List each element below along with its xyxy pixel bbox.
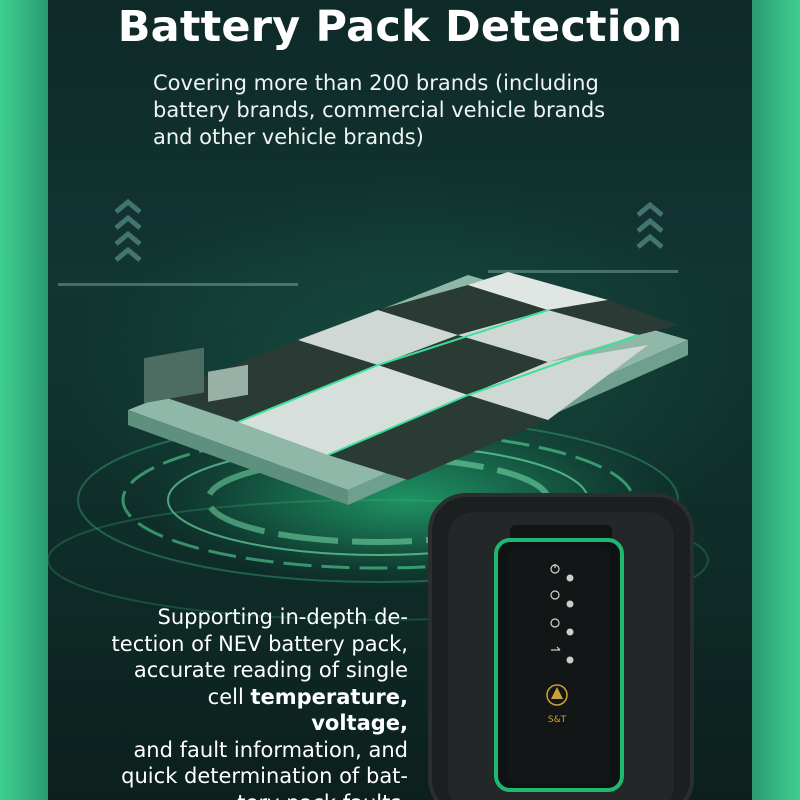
diagnostic-device: S&T: [428, 493, 694, 800]
binary-strip-decoration: [58, 270, 678, 286]
indicator-lights: [566, 574, 574, 664]
power-icon: [550, 564, 560, 574]
refresh-icon: [550, 618, 560, 628]
device-logo-text: S&T: [548, 715, 567, 725]
chevron-up-icon-right: [636, 201, 664, 249]
battery-pack-illustration: [128, 272, 688, 505]
page-title: Battery Pack Detection: [117, 2, 683, 52]
description-bold: temperature, voltage,: [250, 684, 408, 736]
description: Supporting in-depth de- tection of NEV b…: [108, 604, 408, 800]
poster: S&T Battery Pack Detection Covering more…: [48, 0, 752, 800]
subtitle: Covering more than 200 brands (including…: [153, 71, 606, 149]
description-part-1: Supporting in-depth de- tection of NEV b…: [111, 605, 408, 709]
st-logo-icon: [546, 684, 568, 706]
usb-icon: [551, 646, 561, 651]
description-part-2: and fault information, and quick determi…: [121, 737, 408, 800]
bluetooth-icon: [550, 590, 560, 600]
artwork: S&T: [48, 198, 709, 800]
chevron-up-icon-left: [114, 198, 142, 262]
